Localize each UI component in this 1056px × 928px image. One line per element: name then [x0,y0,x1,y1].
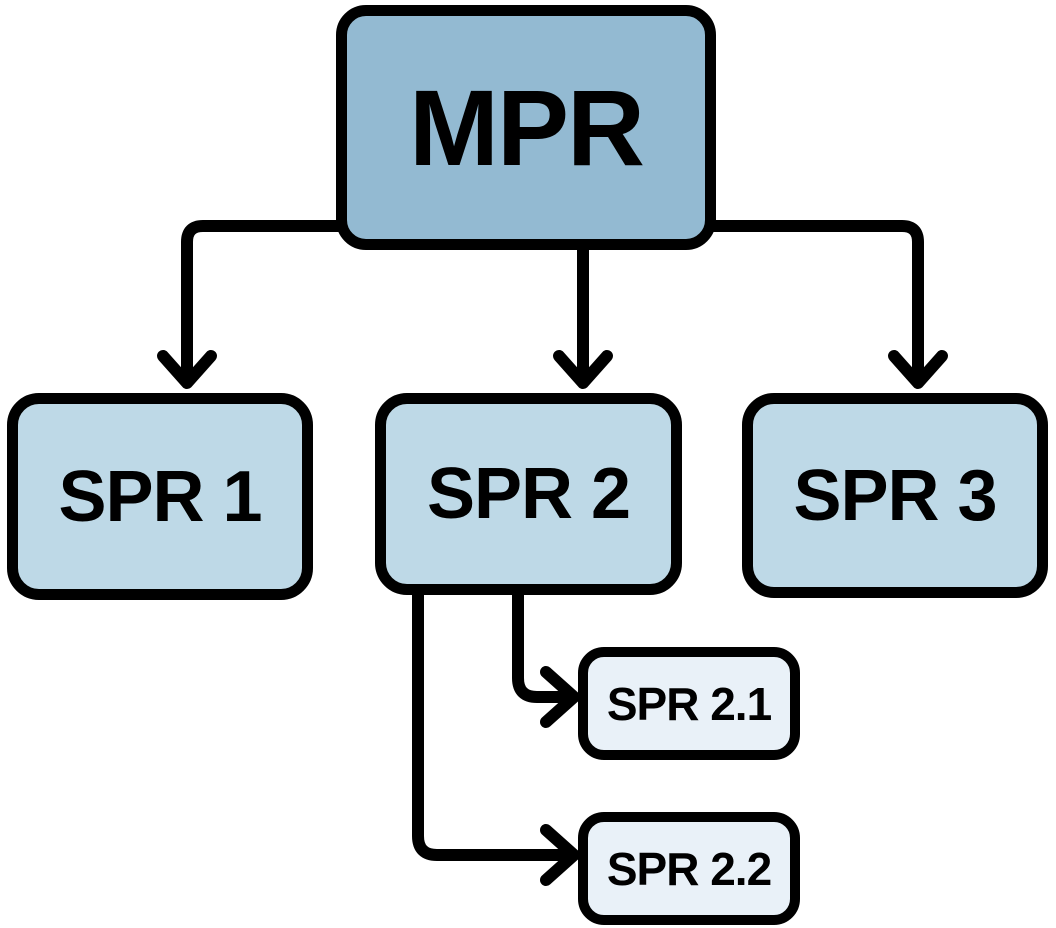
node-spr2: SPR 2 [375,393,682,595]
node-mpr: MPR [336,5,716,250]
node-spr22: SPR 2.2 [578,812,800,925]
arrowhead-down-icon [157,350,217,389]
connector-spr2-spr21 [512,586,580,728]
connector-mpr-spr1 [157,220,346,389]
arrowhead-down-icon [553,350,613,389]
node-spr21: SPR 2.1 [578,647,800,760]
connector-mpr-spr2 [553,240,613,389]
connector-shaft [512,586,576,703]
node-spr3: SPR 3 [742,393,1048,598]
connector-mpr-spr3 [706,220,948,389]
connector-spr2-spr22 [412,586,580,886]
arrowhead-right-icon [540,824,580,886]
arrowhead-down-icon [888,350,948,389]
arrowhead-right-icon [540,666,580,728]
connector-shaft [706,220,924,386]
node-spr1: SPR 1 [7,393,313,600]
connector-shaft [412,586,576,861]
connector-shaft [181,220,346,386]
